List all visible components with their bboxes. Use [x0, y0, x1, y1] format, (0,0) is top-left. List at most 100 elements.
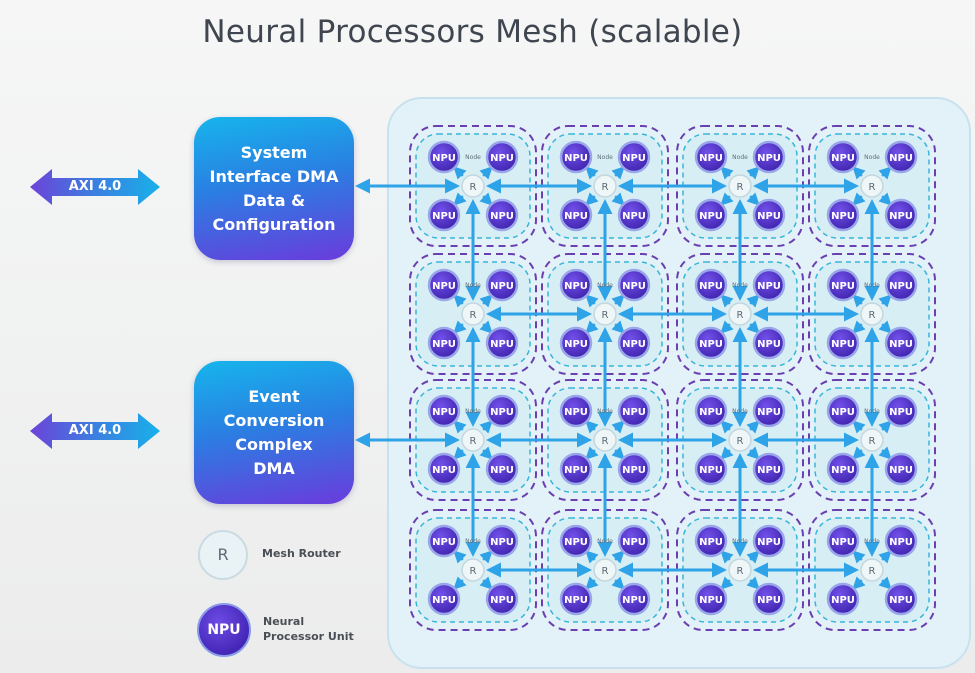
npu-label: NPU	[622, 339, 646, 350]
npu-label: NPU	[432, 339, 456, 350]
npu-spoke	[453, 576, 467, 590]
npu-spoke	[746, 550, 760, 564]
npu-circle	[694, 582, 728, 616]
npu-circle	[485, 268, 519, 302]
router-label: R	[602, 310, 609, 321]
npu-circle	[826, 198, 860, 232]
npu-circle	[752, 524, 786, 558]
npu-unit: NPU	[617, 394, 651, 428]
npu-label: NPU	[889, 407, 913, 418]
double-arrow-icon	[30, 169, 160, 205]
npu-label: NPU	[622, 211, 646, 222]
router-circle	[860, 302, 884, 326]
npu-spoke	[479, 294, 493, 308]
router-label: R	[470, 436, 477, 447]
npu-unit: NPU	[559, 524, 593, 558]
npu-unit: NPU	[694, 326, 728, 360]
npu-spoke	[746, 294, 760, 308]
npu-unit: NPU	[485, 326, 519, 360]
npu-spoke	[746, 166, 760, 180]
npu-unit: NPU	[884, 452, 918, 486]
npu-label: NPU	[831, 153, 855, 164]
npu-label: NPU	[622, 537, 646, 548]
npu-spoke	[720, 550, 734, 564]
event-conversion-box: Event Conversion Complex DMA	[194, 361, 354, 504]
router-label: R	[470, 566, 477, 577]
npu-spoke	[852, 420, 866, 434]
npu-label: NPU	[432, 465, 456, 476]
npu-unit: NPU	[826, 140, 860, 174]
npu-unit: NPU	[884, 326, 918, 360]
npu-label: NPU	[889, 537, 913, 548]
npu-circle	[485, 394, 519, 428]
npu-spoke	[453, 420, 467, 434]
npu-label: NPU	[432, 281, 456, 292]
npu-spoke	[453, 294, 467, 308]
npu-circle	[752, 394, 786, 428]
npu-circle	[559, 326, 593, 360]
npu-circle	[752, 452, 786, 486]
npu-label: NPU	[889, 339, 913, 350]
npu-circle	[752, 582, 786, 616]
double-arrow-icon	[30, 413, 160, 449]
router-label: R	[737, 566, 744, 577]
router-label: R	[737, 182, 744, 193]
npu-unit: NPU	[826, 452, 860, 486]
npu-circle	[826, 268, 860, 302]
npu-label: NPU	[622, 281, 646, 292]
npu-circle	[617, 326, 651, 360]
legend-router-label: Mesh Router	[262, 547, 341, 560]
npu-spoke	[746, 576, 760, 590]
npu-circle	[617, 140, 651, 174]
npu-circle	[884, 140, 918, 174]
npu-unit: NPU	[427, 326, 461, 360]
npu-unit: NPU	[427, 582, 461, 616]
npu-spoke	[852, 294, 866, 308]
npu-label: NPU	[564, 211, 588, 222]
node-label: Node	[597, 408, 613, 415]
npu-spoke	[878, 550, 892, 564]
npu-label: NPU	[622, 465, 646, 476]
npu-unit: NPU	[826, 198, 860, 232]
node-label: Node	[597, 538, 613, 545]
npu-unit: NPU	[752, 198, 786, 232]
npu-unit: NPU	[485, 452, 519, 486]
npu-unit: NPU	[559, 268, 593, 302]
npu-circle	[617, 394, 651, 428]
npu-unit: NPU	[694, 198, 728, 232]
npu-label: NPU	[432, 407, 456, 418]
npu-label: NPU	[490, 211, 514, 222]
npu-label: NPU	[757, 537, 781, 548]
router-label: R	[869, 182, 876, 193]
node-label: Node	[465, 538, 481, 545]
npu-spoke	[852, 320, 866, 334]
npu-circle	[826, 452, 860, 486]
npu-circle	[694, 268, 728, 302]
npu-circle	[694, 140, 728, 174]
npu-spoke	[585, 320, 599, 334]
npu-label: NPU	[699, 153, 723, 164]
npu-spoke	[720, 576, 734, 590]
npu-circle	[694, 394, 728, 428]
router-label: R	[602, 566, 609, 577]
npu-label: NPU	[831, 281, 855, 292]
npu-label: NPU	[622, 153, 646, 164]
node-outline	[808, 125, 936, 247]
system-interface-box: System Interface DMA Data & Configuratio…	[194, 117, 354, 260]
legend-npu-label: Neural Processor Unit	[263, 615, 354, 643]
npu-circle	[427, 198, 461, 232]
npu-circle	[427, 140, 461, 174]
node-label: Node	[864, 538, 880, 545]
npu-label: NPU	[490, 153, 514, 164]
npu-unit: NPU	[485, 394, 519, 428]
npu-circle	[559, 582, 593, 616]
npu-unit: NPU	[752, 582, 786, 616]
npu-label: NPU	[564, 465, 588, 476]
node-label: Node	[465, 282, 481, 289]
router-circle	[593, 302, 617, 326]
npu-circle	[485, 326, 519, 360]
npu-circle	[559, 394, 593, 428]
npu-label: NPU	[757, 211, 781, 222]
npu-circle	[884, 326, 918, 360]
npu-circle	[884, 268, 918, 302]
